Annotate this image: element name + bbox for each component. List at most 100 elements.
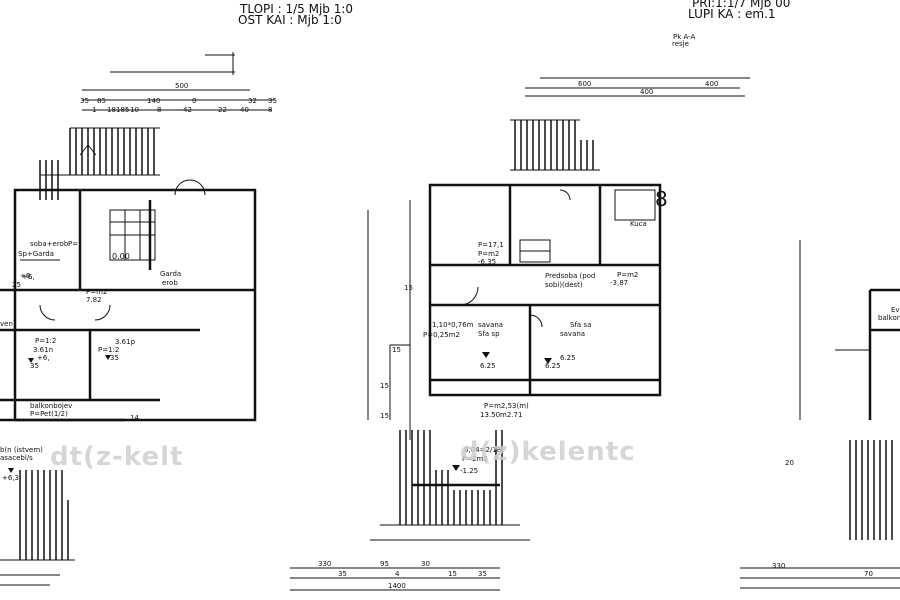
dim-left-r2-0: 1 xyxy=(92,106,96,114)
room-mid-5-name: 8,04=2/18 xyxy=(464,446,501,454)
room-mid-4-name: P=m2,53(m) xyxy=(484,402,529,410)
header-right-2: LUPI KA : em.1 xyxy=(688,7,776,21)
level-mid-4: 6.25 xyxy=(545,362,561,370)
dim-left-r1-1: 85 xyxy=(97,97,106,105)
level-mid-0: -6,35 xyxy=(478,258,496,266)
dim-left-r2-8: 8 xyxy=(268,106,272,114)
header-left-2: OST KAI : Mjb 1:0 xyxy=(238,13,342,27)
left-level-marks: +6, 0.00 +6, +6,3 35 35 25 xyxy=(2,252,130,482)
dim-left-r2-3: 10 xyxy=(130,106,139,114)
room-mid-2-name: savana xyxy=(478,321,503,329)
level-left-4: 35 xyxy=(30,362,39,370)
mid-p-label-3: 1,10*0,76m xyxy=(432,321,474,329)
dim-mid-bot-6: 35 xyxy=(478,570,487,578)
dim-side-1: 15 xyxy=(380,382,389,390)
dim-mid-bot-total: 1400 xyxy=(388,582,406,590)
room-left-0-name: soba+erob xyxy=(30,240,69,248)
header-left-1: TLOPI : 1/5 Mjb 1:0 xyxy=(239,2,353,16)
dim-right-bot-1: 70 xyxy=(864,570,873,578)
dim-left-r2-2: 185 xyxy=(116,106,129,114)
dim-mid-top-0: 600 xyxy=(578,80,591,88)
dim-mid-bot-3: 4 xyxy=(395,570,400,578)
room-mid-0-name: Predsoba (pod xyxy=(545,272,595,280)
room-mid-1-name: Kuca xyxy=(630,220,647,228)
level-left-5: 35 xyxy=(110,354,119,362)
dim-left-r1-5: 35 xyxy=(268,97,277,105)
room-left-7-area: asacebl/s xyxy=(0,454,33,462)
left-side-label: ven) xyxy=(0,320,16,328)
room-left-3-name: P=m2 xyxy=(86,288,107,296)
level-mid-3: 6.25 xyxy=(560,354,576,362)
room-left-5-name: P=1:2 xyxy=(98,346,119,354)
room-left-0-area: P= xyxy=(68,240,78,248)
room-left-2-area: erob xyxy=(162,279,178,287)
room-mid-5-area: P=2m2 xyxy=(462,455,488,463)
right-walls xyxy=(740,240,900,589)
dim-left-r1-4: 32 xyxy=(248,97,257,105)
right-labels: Ev balkon 330 70 xyxy=(772,306,900,578)
dim-right-bot-0: 330 xyxy=(772,562,785,570)
room-left-4-area: 3.61n xyxy=(33,346,53,354)
dim-side-5: 20 xyxy=(785,459,794,467)
dim-mid-top-2: 400 xyxy=(705,80,718,88)
dim-left-r2-1: 18 xyxy=(107,106,116,114)
dim-side-0: 15 xyxy=(392,346,401,354)
dim-side-4: 15 xyxy=(380,412,389,420)
room-right-0-area: balkon xyxy=(878,314,900,322)
room-right-0-name: Ev xyxy=(891,306,900,314)
dim-mid-top-1: 400 xyxy=(640,88,653,96)
left-room-labels: soba+erob P= Sp+Garda +6, Garda erob P=m… xyxy=(0,240,181,462)
left-stair-hatch xyxy=(39,127,160,200)
room-left-4-name: P=1:2 xyxy=(35,337,56,345)
side-vertical-dimensions: 15 15 15 14 15 20 xyxy=(130,200,794,467)
level-left-3: +6,3 xyxy=(2,474,19,482)
room-left-1-name: Sp+Garda xyxy=(18,250,54,258)
level-mid-2: 6.25 xyxy=(480,362,496,370)
dim-side-2: 15 xyxy=(404,284,413,292)
left-walls xyxy=(0,179,257,422)
room-left-5-area: 3.61p xyxy=(115,338,136,346)
left-lower-stairs xyxy=(0,470,75,586)
level-mid-5: -1.25 xyxy=(460,467,478,475)
dim-left-r2-7: 40 xyxy=(240,106,249,114)
dim-left-r1-3: 0 xyxy=(192,97,196,105)
dim-left-r2-4: 8 xyxy=(157,106,161,114)
section-ref-label: Pk A-A xyxy=(673,33,696,41)
room-mid-1-area: P=m2 xyxy=(617,271,638,279)
room-left-1-area: +6, xyxy=(20,272,33,280)
mid-p-label-1: P=m2 xyxy=(478,250,499,258)
dim-left-r2-6: 22 xyxy=(218,106,227,114)
watermark-mid: d(z)kelentc xyxy=(460,437,636,467)
level-left-0: +6, xyxy=(22,273,35,281)
mid-p-label-2: P=0,25m2 xyxy=(423,331,460,339)
level-mid-1: -3,87 xyxy=(610,279,628,287)
left-dimension-block: 500 35 85 140 0 32 35 1 18 185 10 8 42 2… xyxy=(80,52,277,114)
watermark-left: dt(z-kelt xyxy=(50,442,183,472)
room-mid-4-area: 13.50m2.71 xyxy=(480,411,522,419)
mid-bottom-dimensions: 330 35 95 4 30 15 35 1400 xyxy=(290,560,500,591)
room-mid-3-area: savana xyxy=(560,330,585,338)
mid-lower-stairs xyxy=(370,430,530,541)
room-mid-0-area: sobi)(dest) xyxy=(545,281,583,289)
room-left-2-name: Garda xyxy=(160,270,181,278)
room-mid-3-name: Sfa sa xyxy=(570,321,591,329)
dim-left-r2-5: 42 xyxy=(183,106,192,114)
room-left-7-name: b(n (istvem) xyxy=(0,446,43,454)
mid-walls xyxy=(389,183,662,420)
level-left-1: 0.00 xyxy=(112,252,130,261)
mid-misc-labels: P=17,1 P=m2 P=0,25m2 1,10*0,76m 8 xyxy=(423,187,668,339)
dim-left-r1-0: 35 xyxy=(80,97,89,105)
mid-p-label-0: P=17,1 xyxy=(478,241,504,249)
room-mid-2-area: Sfa sp xyxy=(478,330,500,338)
dim-side-3: 14 xyxy=(130,414,139,422)
dim-left-r1-2: 140 xyxy=(147,97,160,105)
mid-marker: 8 xyxy=(655,187,668,211)
dim-mid-bot-4: 30 xyxy=(421,560,430,568)
section-ref-sub: resje xyxy=(672,40,689,48)
mid-stair-hatch xyxy=(510,119,600,171)
room-left-6-area: P=Pet(1/2) xyxy=(30,410,68,418)
level-left-2: +6, xyxy=(37,354,50,362)
dim-mid-bot-1: 35 xyxy=(338,570,347,578)
